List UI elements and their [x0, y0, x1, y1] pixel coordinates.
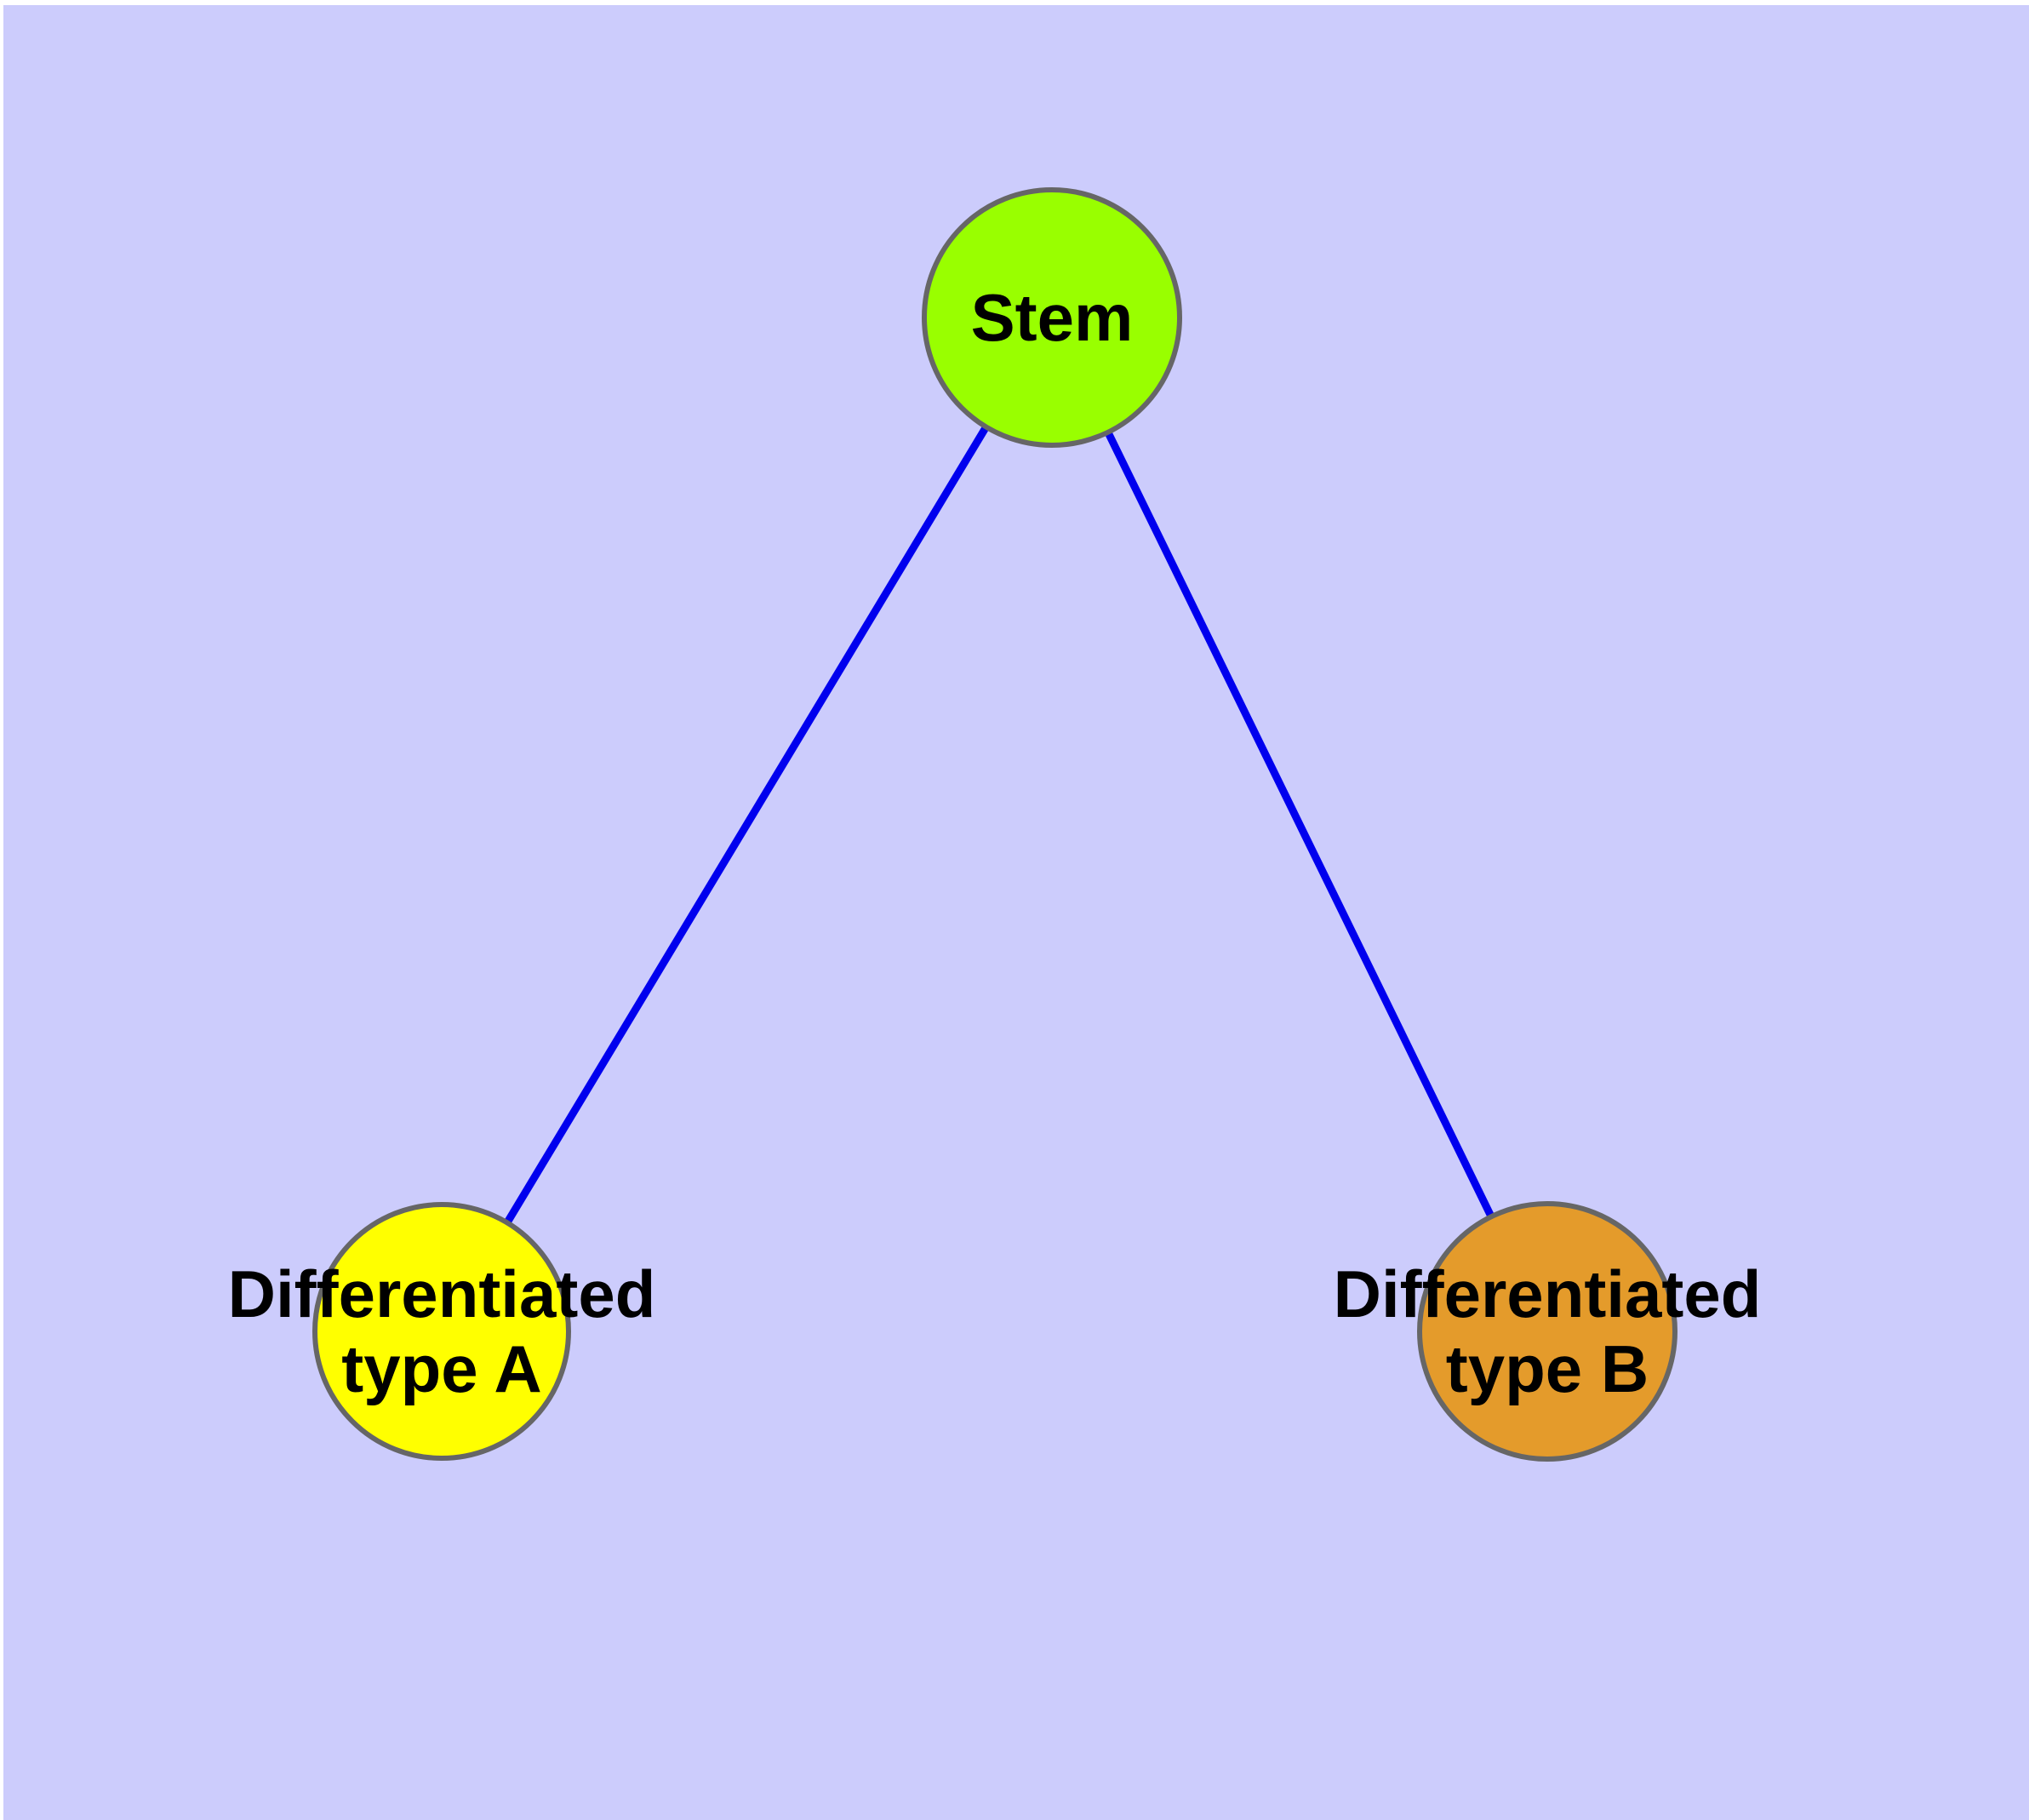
graph-node-label-line: type B	[1446, 1331, 1649, 1406]
graph-node-stem[interactable]	[922, 187, 1182, 448]
graph-edge-stem-to-diff_a	[438, 315, 1055, 1334]
graph-node-label-line: Differentiated	[228, 1256, 656, 1331]
graph-node-diff_b[interactable]	[1417, 1201, 1677, 1462]
graph-node-label-line: Differentiated	[1334, 1256, 1762, 1331]
node-layer	[312, 187, 1677, 1462]
graph-edge-stem-to-diff_b	[1048, 316, 1552, 1333]
graph-node-diff_a[interactable]	[312, 1202, 571, 1461]
graph-node-label-line: type A	[341, 1331, 542, 1406]
graph-node-label-line: Stem	[971, 280, 1134, 355]
graph-node-label-stem: Stem	[971, 280, 1134, 355]
edge-layer	[438, 315, 1552, 1334]
